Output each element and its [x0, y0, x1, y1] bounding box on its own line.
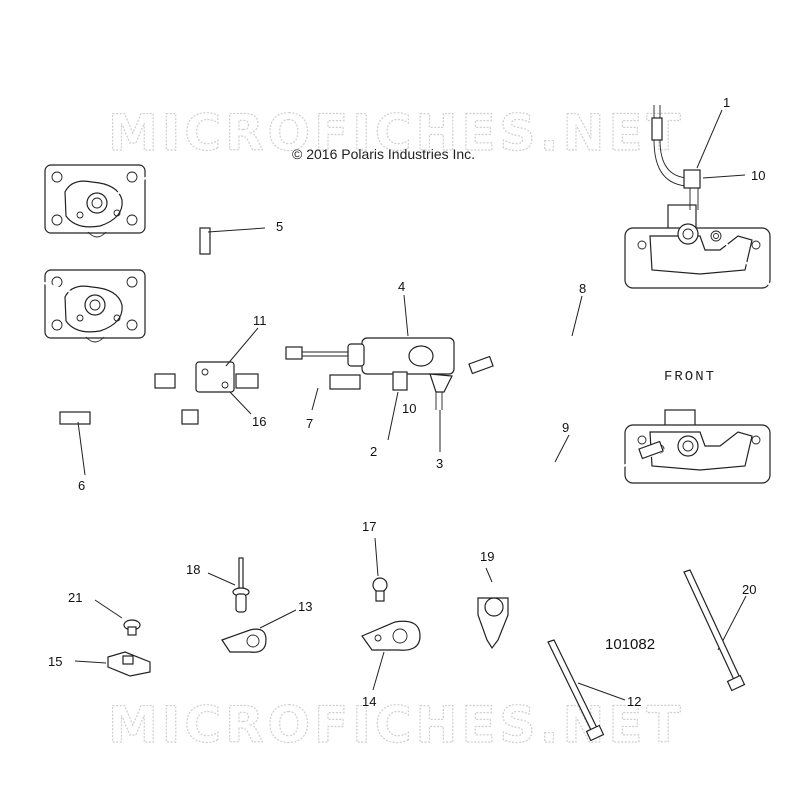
callout-18: 18 — [186, 562, 200, 577]
screw-17 — [372, 577, 388, 602]
callout-5: 5 — [276, 219, 283, 234]
callout-4: 4 — [398, 279, 405, 294]
rear-caliper-upper — [44, 164, 146, 238]
callout-16: 16 — [252, 414, 266, 429]
callout-14: 14 — [362, 694, 376, 709]
line-fitting — [329, 374, 361, 390]
callout-3: 3 — [436, 456, 443, 471]
rear-caliper-lower — [44, 269, 146, 343]
banjo-bolt-upper — [683, 169, 701, 189]
master-cylinder — [347, 337, 455, 393]
line-fitting — [638, 440, 664, 460]
clamp-13 — [221, 628, 267, 653]
rivet-18 — [232, 557, 250, 613]
callout-20: 20 — [742, 582, 756, 597]
callout-21: 21 — [68, 590, 82, 605]
front-direction-label: FRONT — [664, 369, 716, 385]
callout-15: 15 — [48, 654, 62, 669]
line-fitting — [59, 411, 91, 425]
line-fitting — [468, 355, 494, 375]
callout-2: 2 — [370, 444, 377, 459]
callout-19: 19 — [480, 549, 494, 564]
screw-21 — [123, 619, 141, 636]
watermark-bottom: MICROFICHES.NET — [108, 696, 685, 754]
callout-1: 1 — [723, 95, 730, 110]
watermark-top: MICROFICHES.NET — [108, 104, 685, 162]
clamp-14 — [361, 620, 421, 651]
brake-tee-block — [195, 361, 235, 393]
line-fitting — [181, 409, 199, 425]
callout-10-lower: 10 — [402, 401, 416, 416]
callout-7: 7 — [306, 416, 313, 431]
illustration-number: 101082 — [605, 636, 655, 653]
line-fitting — [154, 373, 176, 389]
callout-8: 8 — [579, 281, 586, 296]
callout-9: 9 — [562, 420, 569, 435]
copyright-text: © 2016 Polaris Industries Inc. — [292, 146, 475, 162]
front-caliper-upper — [624, 204, 771, 289]
cable-tie-12 — [547, 639, 605, 742]
cable-tie-20 — [683, 569, 746, 692]
line-fitting — [235, 373, 259, 389]
callout-6: 6 — [78, 478, 85, 493]
callout-12: 12 — [627, 694, 641, 709]
clip-15 — [107, 651, 151, 677]
callout-11: 11 — [253, 313, 267, 328]
brake-lines — [10, 105, 774, 477]
callout-13: 13 — [298, 599, 312, 614]
brake-switch — [435, 392, 443, 410]
front-caliper-lower — [624, 409, 771, 484]
plug-19 — [477, 597, 509, 650]
callout-17: 17 — [362, 519, 376, 534]
callout-10: 10 — [751, 168, 765, 183]
line-fitting — [199, 227, 211, 255]
